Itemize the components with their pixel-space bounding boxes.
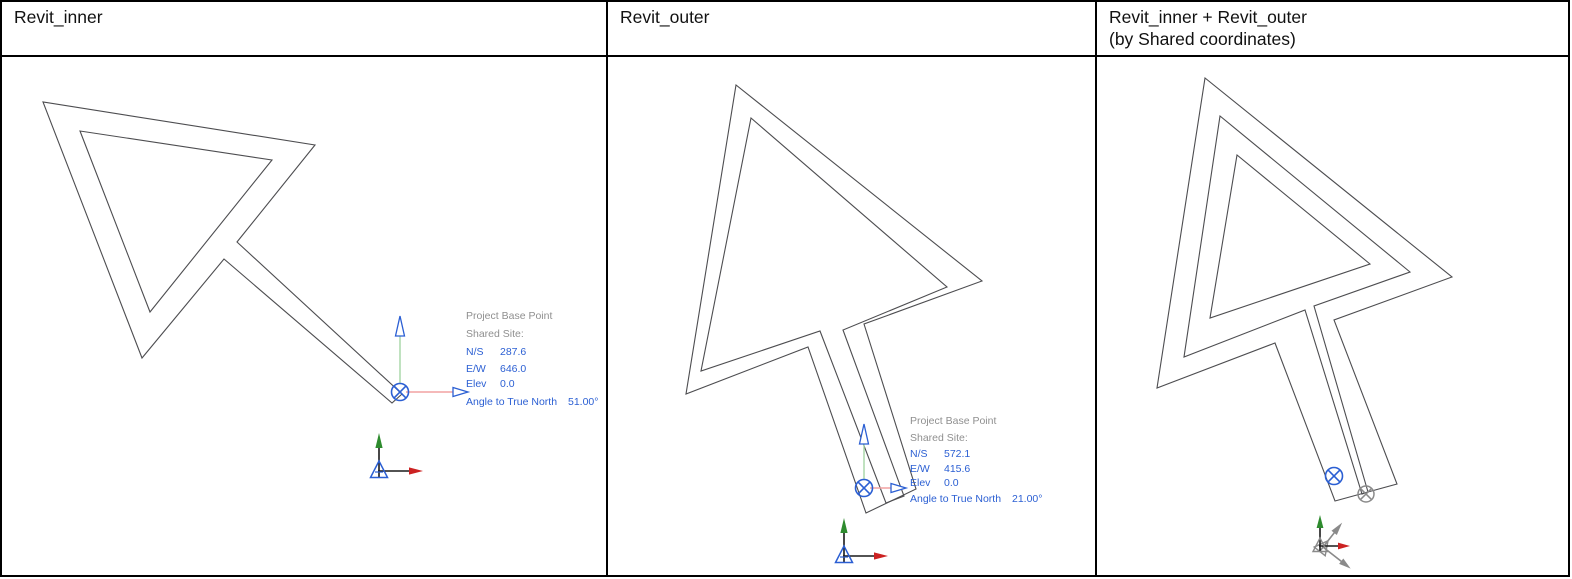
annotation-title: Project Base Point xyxy=(466,310,552,322)
dual-survey-point-axes-icon xyxy=(1311,515,1351,569)
header-title-revit-inner: Revit_inner xyxy=(14,7,103,27)
annotation-title: Project Base Point xyxy=(910,415,996,427)
circle-x-base-point-icon xyxy=(854,478,874,498)
north-arrow-outline-outer xyxy=(42,101,403,404)
upright-axes-icon xyxy=(1311,515,1350,553)
circle-x-base-point-icon xyxy=(1324,466,1344,486)
header-title-combined-line2: (by Shared coordinates) xyxy=(1109,29,1296,49)
header-cell-revit-inner: Revit_inner xyxy=(2,2,608,55)
north-arrow-outline-middle xyxy=(1183,114,1412,495)
survey-point-axes-icon xyxy=(834,517,889,564)
combined-drawing xyxy=(1156,76,1454,569)
panel-combined xyxy=(1097,57,1568,575)
header-cell-revit-outer: Revit_outer xyxy=(608,2,1097,55)
header-cell-combined: Revit_inner + Revit_outer (by Shared coo… xyxy=(1097,2,1568,55)
blue-open-arrow-right-icon xyxy=(452,386,471,398)
north-arrow-outline-outer xyxy=(685,83,984,514)
header-title-revit-outer: Revit_outer xyxy=(620,7,710,27)
north-arrow-outline-inner xyxy=(700,116,949,504)
annotation-subtitle: Shared Site: xyxy=(466,328,524,340)
survey-point-axes-icon xyxy=(369,432,424,479)
blue-open-arrow-up-icon xyxy=(858,423,870,445)
north-arrow-outline-inner xyxy=(79,130,274,314)
table-header-row: Revit_inner Revit_outer Revit_inner + Re… xyxy=(2,2,1568,57)
blue-open-arrow-right-icon xyxy=(890,482,909,494)
north-arrow-outline-inner xyxy=(1209,153,1372,319)
annotation-subtitle: Shared Site: xyxy=(910,432,968,444)
blue-open-arrow-up-icon xyxy=(394,315,406,337)
header-title-combined-line1: Revit_inner + Revit_outer xyxy=(1109,7,1307,27)
north-arrow-outline-outer xyxy=(1156,76,1454,502)
circle-x-base-point-icon xyxy=(390,382,410,402)
